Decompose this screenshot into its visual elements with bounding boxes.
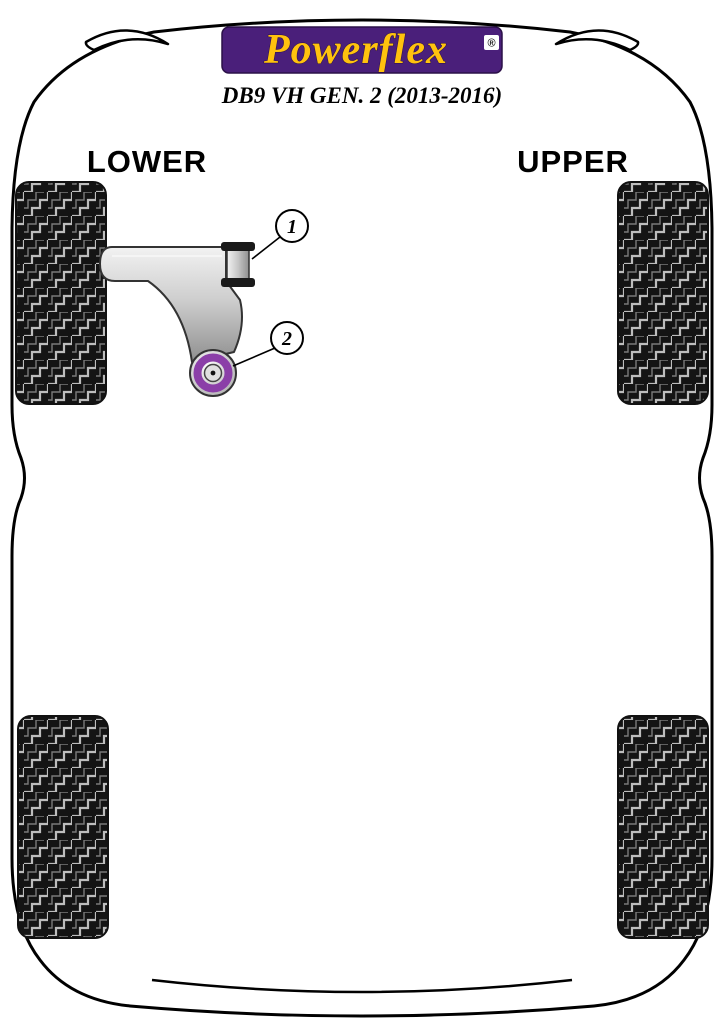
rear-bumper-line <box>151 978 573 994</box>
front-corner-vent-right <box>554 29 640 52</box>
bushing-1-body <box>226 248 250 281</box>
callout-1-circle[interactable] <box>275 209 309 243</box>
label-lower: LOWER <box>87 144 207 179</box>
control-arm-illustration: 1 2 <box>99 209 309 397</box>
bushing-1 <box>221 242 255 287</box>
tire-front-left <box>15 181 107 405</box>
label-upper: UPPER <box>517 144 629 179</box>
model-subtitle: DB9 VH GEN. 2 (2013-2016) <box>221 83 502 108</box>
callout-2-leader-line <box>232 347 276 367</box>
control-arm-body <box>99 246 243 363</box>
registered-mark: ® <box>487 38 495 50</box>
callout-2[interactable]: 2 <box>232 321 304 367</box>
callout-2-circle[interactable] <box>270 321 304 355</box>
front-corner-vent-left <box>84 29 170 52</box>
brand-logo-background <box>221 26 503 74</box>
bushing-2-purple-ring <box>193 353 233 393</box>
bushing-1-top-cap <box>221 242 255 251</box>
brand-logo: Powerflex ® <box>221 26 503 74</box>
tire-rear-right <box>617 715 709 939</box>
tire-rear-left <box>17 715 109 939</box>
callout-1-number: 1 <box>287 216 297 238</box>
bushing-1-bottom-cap <box>221 278 255 287</box>
callout-2-number: 2 <box>281 328 292 350</box>
callout-1-leader-line <box>251 236 281 260</box>
bushing-2 <box>189 349 237 397</box>
tires <box>15 181 709 939</box>
brand-logo-text: Powerflex <box>263 27 448 73</box>
tire-front-right <box>617 181 709 405</box>
bushing-2-center <box>210 370 216 376</box>
callout-1[interactable]: 1 <box>251 209 309 260</box>
registered-mark-box <box>484 35 499 50</box>
